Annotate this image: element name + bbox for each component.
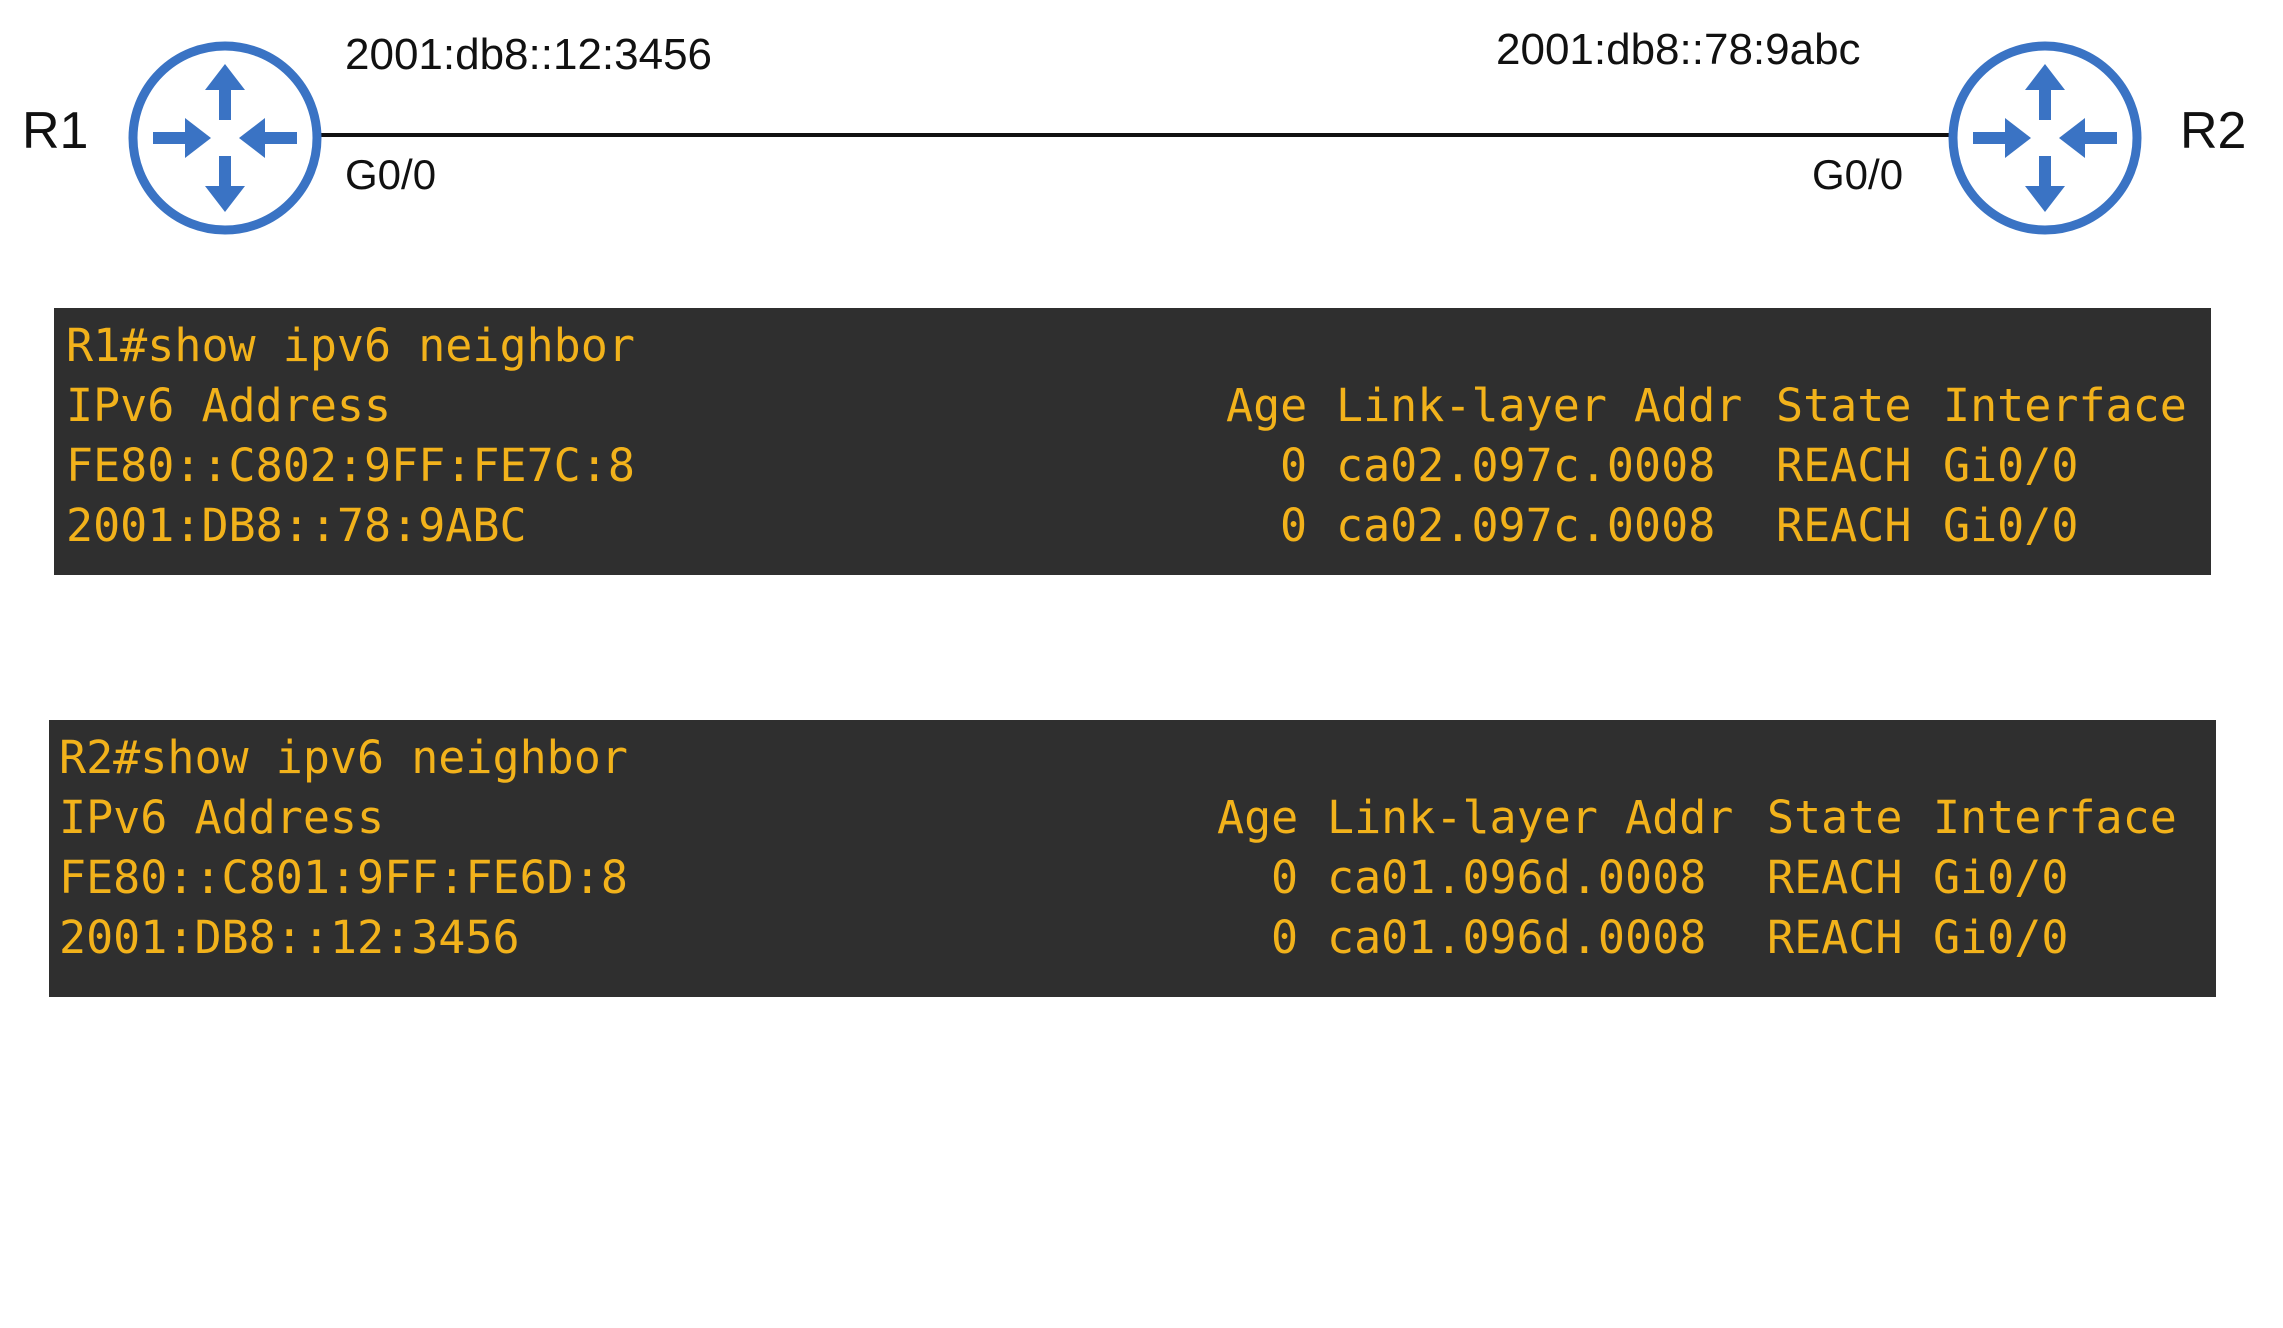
- header-interface: Interface: [1943, 379, 2187, 432]
- header-link-layer-addr: Link-layer Addr: [1327, 791, 1734, 844]
- neighbor-state: REACH: [1776, 499, 1912, 552]
- neighbor-interface: Gi0/0: [1943, 439, 2079, 492]
- cli-command: R1#show ipv6 neighbor: [66, 319, 635, 372]
- neighbor-mac: ca02.097c.0008: [1336, 499, 1716, 552]
- network-topology: R1 R2 2001:db8::12:3456 2001:db8::78:9ab…: [0, 0, 2283, 260]
- table-row: FE80::C801:9FF:FE6D:8 0 ca01.096d.0008 R…: [49, 848, 2216, 908]
- terminal-command-line: R2#show ipv6 neighbor: [49, 728, 2216, 788]
- neighbor-address: 2001:DB8::78:9ABC: [66, 499, 527, 552]
- r2-interface-label: G0/0: [1812, 151, 1904, 198]
- neighbor-interface: Gi0/0: [1933, 911, 2069, 964]
- neighbor-age: 0: [1271, 851, 1299, 904]
- table-row: FE80::C802:9FF:FE7C:8 0 ca02.097c.0008 R…: [54, 436, 2211, 496]
- table-row: 2001:DB8::78:9ABC 0 ca02.097c.0008 REACH…: [54, 496, 2211, 556]
- r1-ipv6-address: 2001:db8::12:3456: [345, 30, 713, 79]
- neighbor-state: REACH: [1767, 911, 1903, 964]
- neighbor-address: FE80::C802:9FF:FE7C:8: [66, 439, 635, 492]
- neighbor-mac: ca01.096d.0008: [1327, 851, 1707, 904]
- neighbor-interface: Gi0/0: [1933, 851, 2069, 904]
- neighbor-age: 0: [1280, 439, 1308, 492]
- router-r1-label: R1: [22, 102, 89, 160]
- router-icon: [1947, 40, 2143, 236]
- header-state: State: [1767, 791, 1903, 844]
- neighbor-address: FE80::C801:9FF:FE6D:8: [59, 851, 628, 904]
- header-ipv6-address: IPv6 Address: [66, 379, 392, 432]
- r1-terminal-output: R1#show ipv6 neighbor IPv6 Address Age L…: [54, 308, 2211, 575]
- header-ipv6-address: IPv6 Address: [59, 791, 385, 844]
- neighbor-age: 0: [1271, 911, 1299, 964]
- cli-command: R2#show ipv6 neighbor: [59, 731, 628, 784]
- neighbor-state: REACH: [1767, 851, 1903, 904]
- neighbor-age: 0: [1280, 499, 1308, 552]
- header-link-layer-addr: Link-layer Addr: [1336, 379, 1743, 432]
- r2-terminal-output: R2#show ipv6 neighbor IPv6 Address Age L…: [49, 720, 2216, 997]
- neighbor-mac: ca02.097c.0008: [1336, 439, 1716, 492]
- neighbor-interface: Gi0/0: [1943, 499, 2079, 552]
- header-interface: Interface: [1933, 791, 2177, 844]
- neighbor-table-header: IPv6 Address Age Link-layer Addr State I…: [49, 788, 2216, 848]
- header-state: State: [1776, 379, 1912, 432]
- ethernet-link: [300, 133, 1990, 137]
- terminal-command-line: R1#show ipv6 neighbor: [54, 316, 2211, 376]
- neighbor-table-header: IPv6 Address Age Link-layer Addr State I…: [54, 376, 2211, 436]
- header-age: Age: [1217, 791, 1299, 844]
- neighbor-address: 2001:DB8::12:3456: [59, 911, 520, 964]
- router-icon: [127, 40, 323, 236]
- router-r2-label: R2: [2180, 102, 2247, 160]
- r2-ipv6-address: 2001:db8::78:9abc: [1496, 25, 1861, 74]
- neighbor-state: REACH: [1776, 439, 1912, 492]
- header-age: Age: [1226, 379, 1308, 432]
- r1-interface-label: G0/0: [345, 151, 437, 198]
- neighbor-mac: ca01.096d.0008: [1327, 911, 1707, 964]
- table-row: 2001:DB8::12:3456 0 ca01.096d.0008 REACH…: [49, 908, 2216, 968]
